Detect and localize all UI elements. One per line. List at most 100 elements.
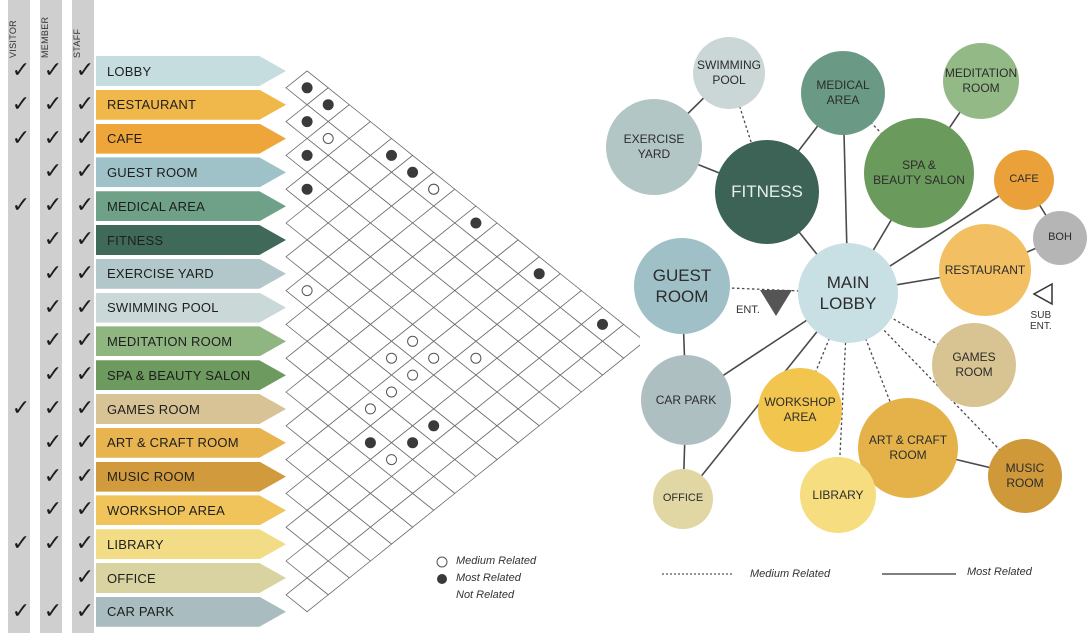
check-icon: ✓ [75, 91, 95, 117]
most-related-dot [407, 166, 419, 178]
legend-medium-related: Medium Related [456, 555, 537, 567]
check-icon: ✓ [75, 497, 95, 523]
medium-related-connection [837, 292, 849, 496]
check-icon: ✓ [75, 531, 95, 557]
medium-related-dot [470, 352, 482, 364]
most-related-dot [407, 437, 419, 449]
sub-entrance-triangle-icon [1032, 282, 1053, 306]
most-related-dot [364, 437, 376, 449]
medium-related-dot [364, 403, 376, 415]
matrix-row-label: WORKSHOP AREA [96, 495, 286, 526]
matrix-row-label: MUSIC ROOM [96, 461, 286, 492]
bubble-boh: BOH [1033, 211, 1087, 265]
matrix-row-label: EXERCISE YARD [96, 258, 286, 289]
matrix-row-label: CAR PARK [96, 596, 286, 627]
matrix-row-label: GUEST ROOM [96, 157, 286, 188]
matrix-row-label: MEDICAL AREA [96, 191, 286, 222]
check-icon: ✓ [43, 598, 63, 624]
check-icon: ✓ [75, 294, 95, 320]
check-icon: ✓ [75, 362, 95, 388]
most-related-dot [322, 99, 334, 111]
medium-related-dot [386, 454, 397, 466]
check-icon: ✓ [11, 193, 31, 219]
check-icon: ✓ [75, 193, 95, 219]
bubble-office: OFFICE [653, 469, 713, 529]
diagram-legend-most: Most Related [967, 566, 1032, 578]
bubble-guest-room: GUEST ROOM [634, 238, 730, 334]
staff-column [72, 0, 94, 633]
check-icon: ✓ [75, 328, 95, 354]
check-icon: ✓ [43, 294, 63, 320]
bubble-games-room: GAMES ROOM [932, 323, 1016, 407]
most-related-marker [437, 574, 447, 584]
matrix-row-label: OFFICE [96, 563, 286, 593]
bubble-meditation-room: MEDITATION ROOM [943, 43, 1019, 119]
check-icon: ✓ [11, 125, 31, 151]
check-icon: ✓ [11, 58, 31, 83]
most-related-dot [470, 217, 482, 229]
matrix-row-label: RESTAURANT [96, 89, 286, 120]
medium-related-dot [386, 386, 397, 398]
bubble-fitness: FITNESS [715, 140, 819, 244]
check-icon: ✓ [43, 193, 63, 219]
check-icon: ✓ [43, 396, 63, 421]
diagram-legend-medium: Medium Related [750, 568, 831, 580]
bubble-restaurant: RESTAURANT [939, 224, 1031, 316]
check-icon: ✓ [11, 598, 31, 624]
bubble-spa: SPA & BEAUTY SALON [864, 118, 974, 228]
check-icon: ✓ [75, 429, 95, 455]
legend-most-related: Most Related [456, 572, 521, 584]
sub-entrance-label: SUB ENT. [1030, 310, 1052, 332]
check-icon: ✓ [75, 227, 95, 252]
medium-related-dot [301, 285, 313, 297]
matrix-row-label: LOBBY [96, 56, 286, 86]
most-related-dot [597, 318, 608, 330]
bubble-art-craft-room: ART & CRAFT ROOM [858, 398, 958, 498]
matrix-row-label: SPA & BEAUTY SALON [96, 360, 286, 391]
matrix-grid [285, 70, 640, 613]
check-icon: ✓ [75, 463, 95, 489]
matrix-row-label: CAFE [96, 123, 286, 154]
check-icon: ✓ [11, 396, 31, 421]
matrix-cell [285, 577, 329, 613]
check-icon: ✓ [43, 260, 63, 286]
bubble-medical-area: MEDICAL AREA [801, 51, 885, 135]
matrix-row-label: SWIMMING POOL [96, 292, 286, 323]
check-icon: ✓ [11, 531, 31, 557]
legend-not-related: Not Related [456, 589, 515, 601]
bubble-cafe: CAFE [994, 150, 1054, 210]
bubble-exercise-yard: EXERCISE YARD [606, 99, 702, 195]
bubble-swimming-pool: SWIMMING POOL [693, 37, 765, 109]
check-icon: ✓ [43, 58, 63, 83]
bubble-car-park: CAR PARK [641, 355, 731, 445]
matrix-row-label: MEDITATION ROOM [96, 326, 286, 357]
check-icon: ✓ [75, 125, 95, 151]
medium-related-dot [428, 352, 440, 364]
medium-related-dot [428, 183, 440, 195]
bubble-main-lobby: MAIN LOBBY [798, 243, 898, 343]
member-column [40, 0, 62, 633]
most-related-dot [301, 82, 313, 94]
medium-related-dot [322, 133, 334, 144]
medium-related-dot [407, 335, 419, 347]
check-icon: ✓ [43, 362, 63, 388]
medium-related-marker [436, 556, 448, 568]
check-icon: ✓ [75, 260, 95, 286]
matrix-row-label: LIBRARY [96, 529, 286, 560]
bubble-library: LIBRARY [800, 457, 876, 533]
matrix-row-label: ART & CRAFT ROOM [96, 427, 286, 458]
bubble-workshop-area: WORKSHOP AREA [758, 368, 842, 452]
medium-related-dot [386, 352, 397, 364]
check-icon: ✓ [75, 58, 95, 83]
most-related-dot [533, 268, 545, 280]
entrance-triangle-icon [760, 290, 792, 316]
most-related-dot [386, 149, 397, 161]
check-icon: ✓ [75, 598, 95, 624]
matrix-legend-markers [436, 556, 448, 584]
check-icon: ✓ [43, 531, 63, 557]
most-related-dot [428, 420, 440, 432]
visitor-column [8, 0, 30, 633]
entrance-label: ENT. [736, 304, 760, 316]
check-icon: ✓ [75, 565, 95, 590]
